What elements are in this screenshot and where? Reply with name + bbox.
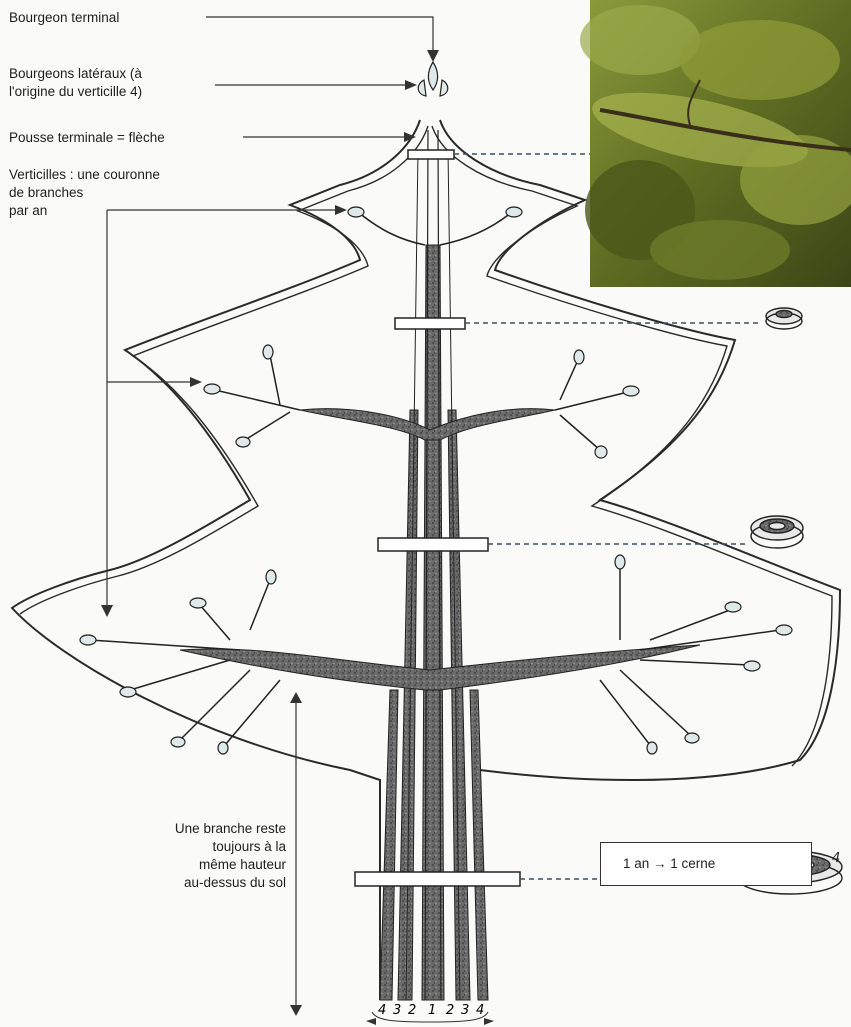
terminal-bud bbox=[418, 62, 448, 96]
disc-1 bbox=[766, 308, 802, 329]
label-whorls-line1: Verticilles : une couronne bbox=[9, 166, 160, 183]
ring-number: 4 bbox=[378, 1003, 386, 1018]
label-branch-height-line1: Une branche reste bbox=[100, 820, 286, 837]
label-branch-height-line3: même hauteur bbox=[100, 856, 286, 873]
ring-number: 2 bbox=[408, 1003, 416, 1018]
whorl-top bbox=[358, 212, 512, 245]
legend-box: 1 an → 1 cerne bbox=[600, 842, 812, 886]
ring-number: 3 bbox=[461, 1003, 469, 1018]
disc-sections: 4 bbox=[738, 308, 842, 894]
label-whorls-line3: par an bbox=[9, 202, 47, 219]
whorl-middle bbox=[215, 355, 628, 450]
ring-number: 4 bbox=[476, 1003, 484, 1018]
ring-numbers: 4 3 2 1 2 3 4 bbox=[366, 1003, 494, 1025]
label-branch-height-line2: toujours à la bbox=[100, 838, 286, 855]
legend-text: 1 an → 1 cerne bbox=[623, 856, 715, 871]
leaf-photo bbox=[580, 0, 851, 287]
label-whorls-line2: de branches bbox=[9, 184, 83, 201]
label-branch-height-line4: au-dessus du sol bbox=[100, 874, 286, 891]
ring-number: 3 bbox=[393, 1003, 401, 1018]
disc-2 bbox=[751, 516, 803, 548]
disc-3-label: 4 bbox=[832, 851, 840, 866]
label-lateral-buds-line1: Bourgeons latéraux (à bbox=[9, 65, 142, 82]
label-lateral-buds-line2: l'origine du verticille 4) bbox=[9, 83, 142, 100]
ring-number: 2 bbox=[446, 1003, 454, 1018]
trunk bbox=[380, 130, 488, 1000]
ring-number: 1 bbox=[428, 1003, 436, 1018]
label-terminal-bud: Bourgeon terminal bbox=[9, 9, 119, 26]
label-terminal-shoot: Pousse terminale = flèche bbox=[9, 129, 165, 146]
